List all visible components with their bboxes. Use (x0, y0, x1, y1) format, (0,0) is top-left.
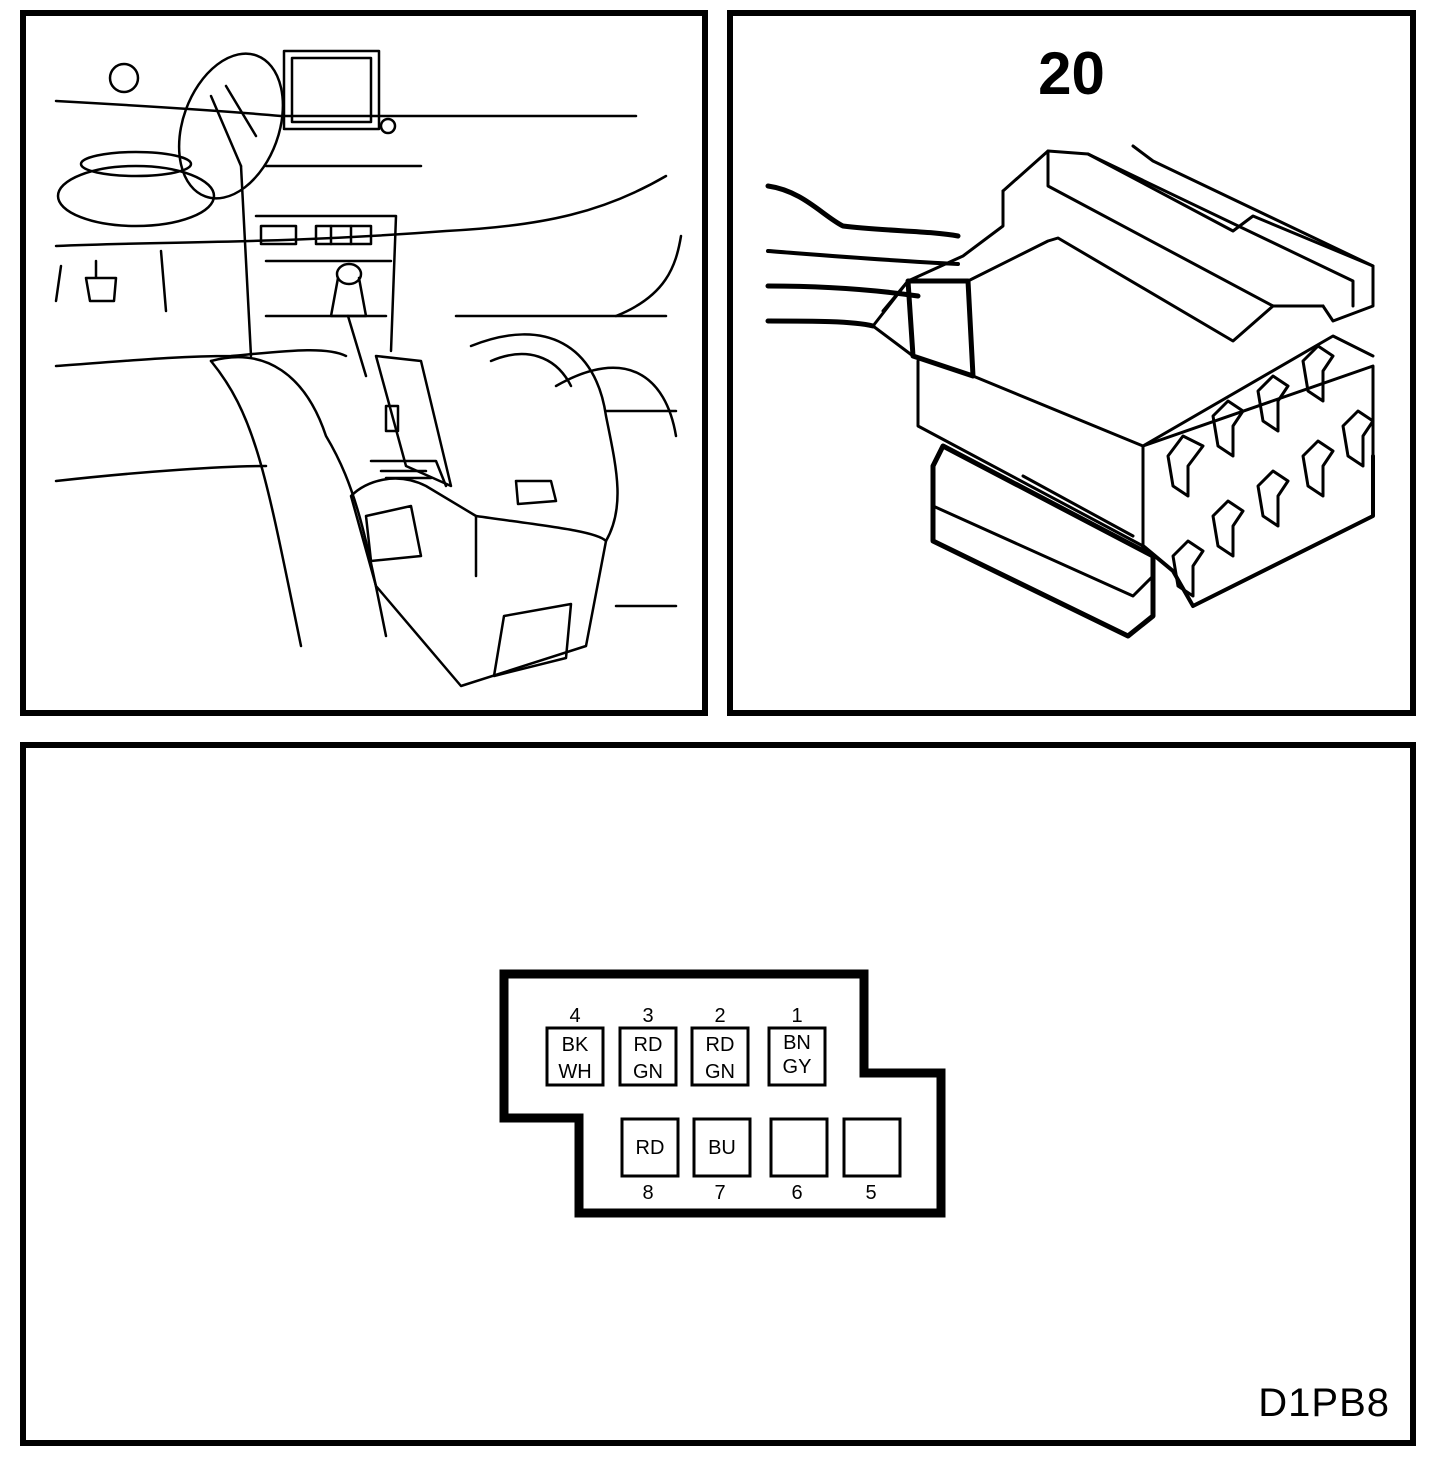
pin-1: 1 BN GY (767, 1005, 827, 1087)
connector-illustration (765, 144, 1375, 639)
pin-2: 2 RD GN (690, 1005, 750, 1087)
pin-6: 6 (769, 1117, 829, 1204)
pin-number: 3 (642, 1005, 653, 1027)
pin-number: 7 (714, 1182, 725, 1204)
wire-color-1: RD (706, 1034, 735, 1056)
pin-number: 5 (865, 1182, 876, 1204)
wire-color-2: GN (633, 1061, 663, 1083)
pinout-panel: 4 BK WH 3 RD GN 2 RD GN 1 BN GY RD 8 (20, 742, 1416, 1446)
location-panel (20, 10, 708, 716)
vehicle-interior-illustration (54, 49, 683, 688)
pin-5: 5 (842, 1117, 902, 1204)
wire-color-1: BN (783, 1032, 811, 1054)
wire-color-1: BK (562, 1034, 589, 1056)
wire-color-2: GN (705, 1061, 735, 1083)
pin-8: RD 8 (620, 1117, 680, 1204)
connector-number: 20 (1038, 40, 1105, 107)
pin-number: 6 (791, 1182, 802, 1204)
wire-color-2: WH (558, 1061, 591, 1083)
wire-color-1: RD (636, 1137, 665, 1159)
pin-number: 2 (714, 1005, 725, 1027)
connector-outline (499, 969, 946, 1218)
wire-color-1: RD (634, 1034, 663, 1056)
document-code: D1PB8 (1258, 1381, 1390, 1425)
pin-number: 4 (569, 1005, 580, 1027)
pin-7: BU 7 (692, 1117, 752, 1204)
pin-4: 4 BK WH (545, 1005, 605, 1087)
wire-color-2: GY (783, 1056, 812, 1078)
pin-number: 1 (791, 1005, 802, 1027)
connector-panel: 20 (727, 10, 1416, 716)
pin-3: 3 RD GN (618, 1005, 678, 1087)
wire-color-1: BU (708, 1137, 736, 1159)
pinout-diagram: 4 BK WH 3 RD GN 2 RD GN 1 BN GY RD 8 (499, 969, 946, 1218)
pin-number: 8 (642, 1182, 653, 1204)
